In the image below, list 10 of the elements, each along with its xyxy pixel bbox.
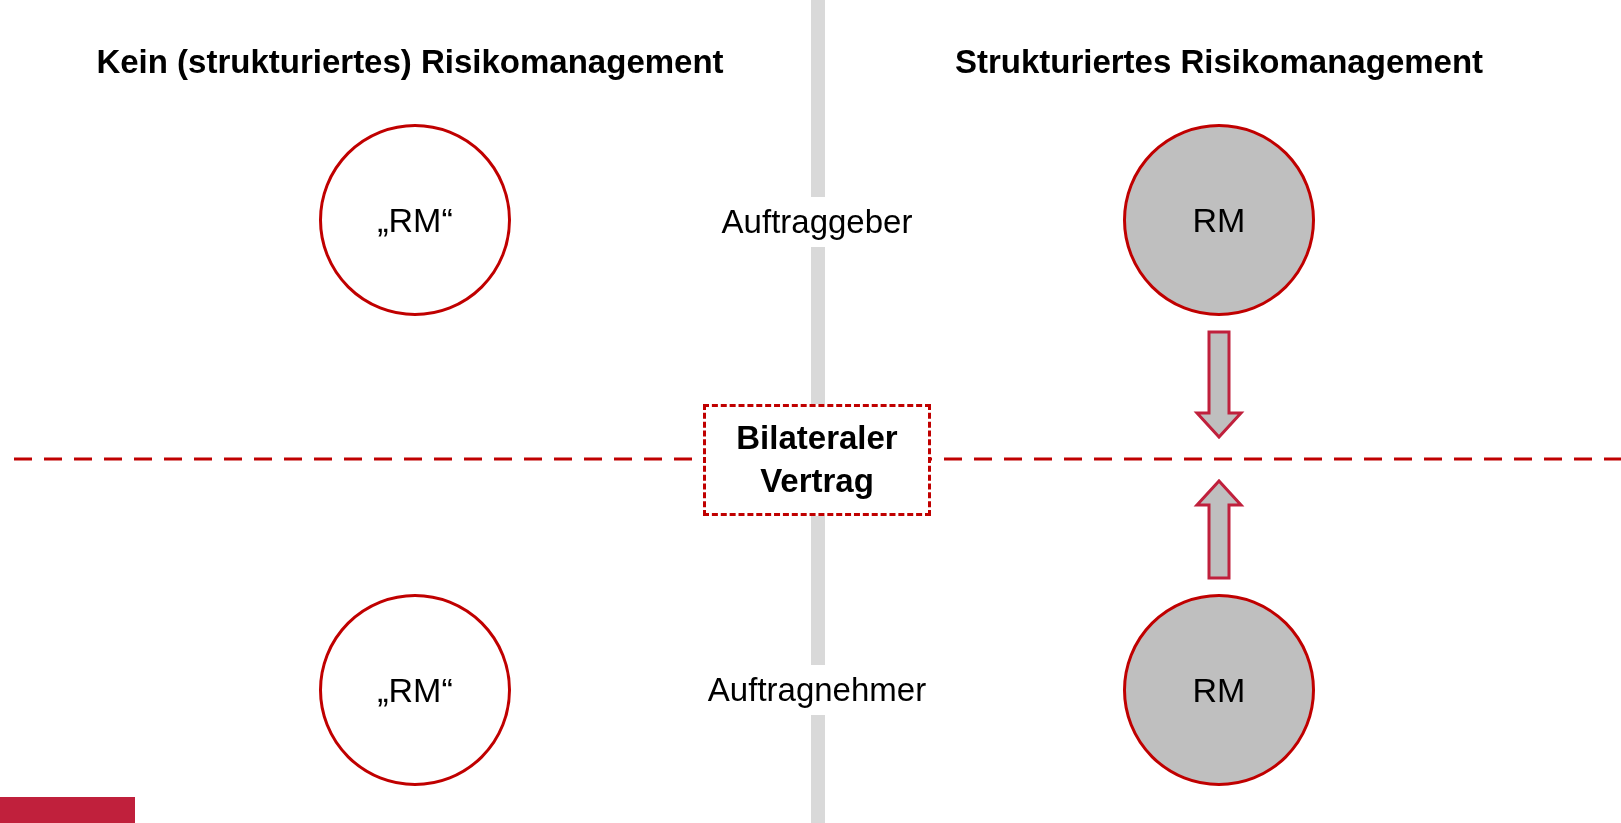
column-heading: Strukturiertes Risikomanagement bbox=[954, 43, 1484, 81]
box-label: Bilateraler Vertrag bbox=[735, 418, 899, 501]
block-arrow bbox=[1193, 478, 1245, 580]
column-heading: Kein (strukturiertes) Risikomanagement bbox=[96, 43, 724, 81]
block-arrow bbox=[1193, 330, 1245, 440]
node-label: „RM“ bbox=[377, 670, 453, 710]
node-label: RM bbox=[1192, 670, 1246, 710]
node-label: „RM“ bbox=[377, 200, 453, 240]
node-label: RM bbox=[1192, 200, 1246, 240]
dashed-box bbox=[703, 404, 931, 516]
